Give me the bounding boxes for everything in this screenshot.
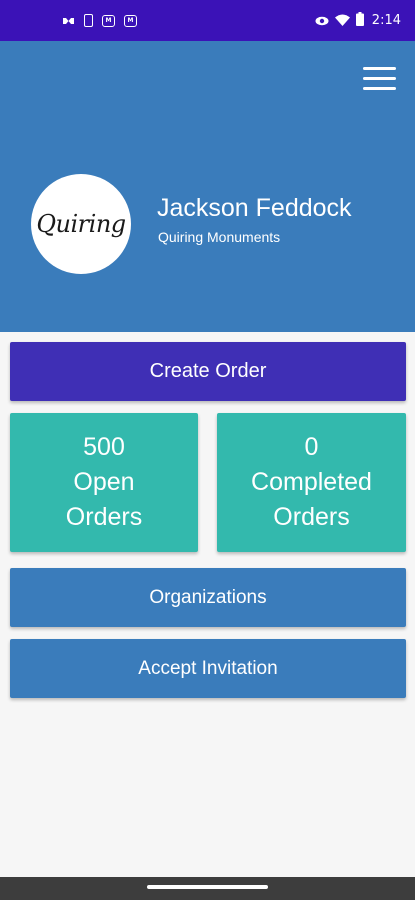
company-logo: Quiring [36,210,126,238]
user-name: Jackson Feddock [157,194,352,222]
hamburger-menu-icon[interactable] [363,67,396,91]
eye-icon [315,11,329,30]
system-icons: 2:14 [315,11,401,30]
phone-icon [84,14,93,27]
completed-orders-label-line1: Completed [251,468,372,496]
gmail-icon: M [124,14,137,27]
organizations-button[interactable]: Organizations [10,568,406,627]
gmail-icon: M [102,14,115,27]
home-gesture-handle[interactable] [147,885,268,889]
create-order-button[interactable]: Create Order [10,342,406,401]
accept-invitation-label: Accept Invitation [138,657,278,679]
open-orders-label-line1: Open [73,468,135,496]
completed-orders-count: 0 [304,433,319,461]
status-bar: M M 2:14 [0,0,415,41]
open-orders-tile[interactable]: 500 Open Orders [10,413,198,552]
accept-invitation-button[interactable]: Accept Invitation [10,639,406,698]
profile-header: Quiring Jackson Feddock Quiring Monument… [0,41,415,332]
company-name: Quiring Monuments [158,229,281,245]
open-orders-label-line2: Orders [65,503,143,531]
notification-icons: M M [62,14,137,27]
completed-orders-label-line2: Orders [273,503,350,531]
navigation-bar [0,877,415,900]
infinity-icon [62,15,75,27]
battery-icon [355,11,364,30]
create-order-label: Create Order [149,360,267,382]
avatar: Quiring [31,174,131,274]
wifi-icon [334,11,350,30]
organizations-label: Organizations [149,586,267,608]
status-time: 2:14 [371,13,401,28]
completed-orders-tile[interactable]: 0 Completed Orders [217,413,406,552]
open-orders-count: 500 [83,433,125,461]
